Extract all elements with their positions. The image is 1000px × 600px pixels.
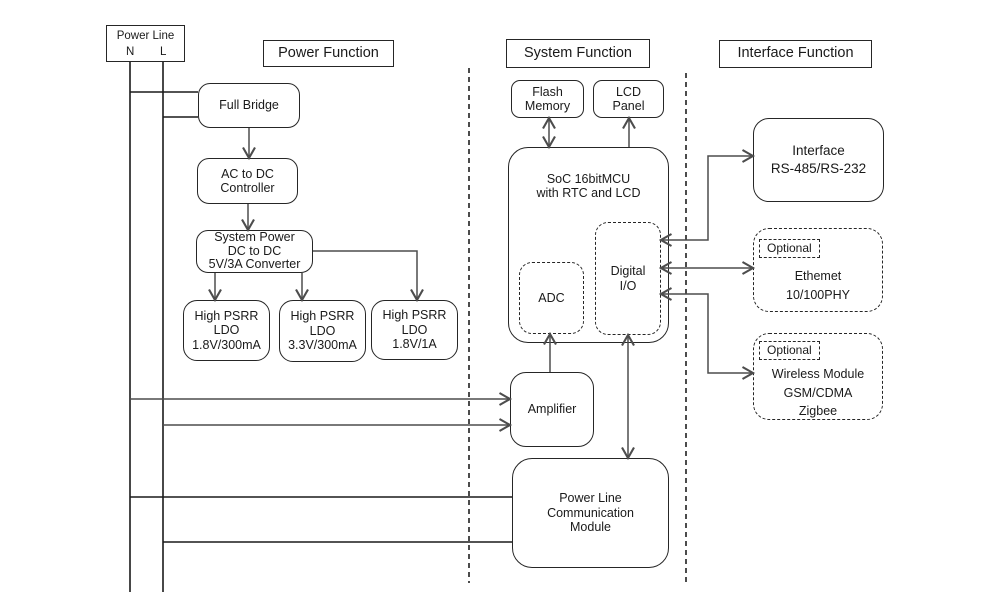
block-label: Full Bridge [219, 98, 279, 113]
block-digital-io: Digital I/O [595, 222, 661, 335]
power-line-title: Power Line [116, 30, 175, 42]
block-rs485-rs232-interface: Interface RS-485/RS-232 [753, 118, 884, 202]
section-header-power: Power Function [263, 40, 394, 67]
block-label: AC to DC Controller [220, 166, 275, 195]
section-header-system: System Function [506, 39, 650, 68]
block-adc: ADC [519, 262, 584, 334]
block-label: Wireless Module GSM/CDMA Zigbee [771, 367, 865, 418]
section-title: Power Function [278, 44, 379, 61]
connector-digitalio-rs485 [658, 149, 756, 247]
block-ldo-1v8-300ma: High PSRR LDO 1.8V/300mA [183, 300, 270, 361]
block-label: Ethemet 10/100PHY [786, 269, 850, 302]
block-label: Power Line Communication Module [547, 491, 634, 535]
block-system-power-converter: System Power DC to DC 5V/3A Converter [196, 230, 313, 273]
block-full-bridge: Full Bridge [198, 83, 300, 128]
block-ldo-1v8-1a: High PSRR LDO 1.8V/1A [371, 300, 458, 360]
power-line-box: Power Line N L [106, 25, 185, 62]
terminal-n-label: N [126, 46, 135, 58]
connector-digitalio-wireless [658, 287, 756, 380]
optional-badge: Optional [759, 341, 820, 360]
block-amplifier: Amplifier [510, 372, 594, 447]
block-label: High PSRR LDO 3.3V/300mA [288, 309, 357, 353]
connector-systempower-to-ldo3 [313, 250, 424, 303]
block-label: Amplifier [527, 402, 577, 417]
block-label: LCD Panel [612, 84, 645, 113]
block-label: High PSRR LDO 1.8V/1A [382, 308, 447, 352]
block-ac-dc-controller: AC to DC Controller [197, 158, 298, 204]
block-plc-module: Power Line Communication Module [512, 458, 669, 568]
block-lcd-panel: LCD Panel [593, 80, 664, 118]
block-label: Flash Memory [524, 84, 571, 113]
section-header-interface: Interface Function [719, 40, 872, 68]
block-flash-memory: Flash Memory [511, 80, 584, 118]
block-ldo-3v3-300ma: High PSRR LDO 3.3V/300mA [279, 300, 366, 362]
block-label: High PSRR LDO 1.8V/300mA [192, 308, 261, 352]
block-ethernet-optional: Optional Ethemet 10/100PHY [753, 228, 883, 312]
block-label: Digital I/O [610, 264, 646, 293]
block-label: SoC 16bitMCU with RTC and LCD [536, 172, 641, 201]
terminal-l-label: L [160, 46, 167, 58]
block-label: Interface RS-485/RS-232 [770, 142, 867, 176]
block-wireless-optional: Optional Wireless Module GSM/CDMA Zigbee [753, 333, 883, 420]
block-soc: SoC 16bitMCU with RTC and LCD ADC Digita… [508, 147, 669, 343]
section-title: Interface Function [737, 45, 854, 62]
block-label: System Power DC to DC 5V/3A Converter [208, 230, 301, 272]
section-title: System Function [524, 44, 632, 61]
optional-badge: Optional [759, 239, 820, 258]
block-label: ADC [538, 290, 565, 305]
